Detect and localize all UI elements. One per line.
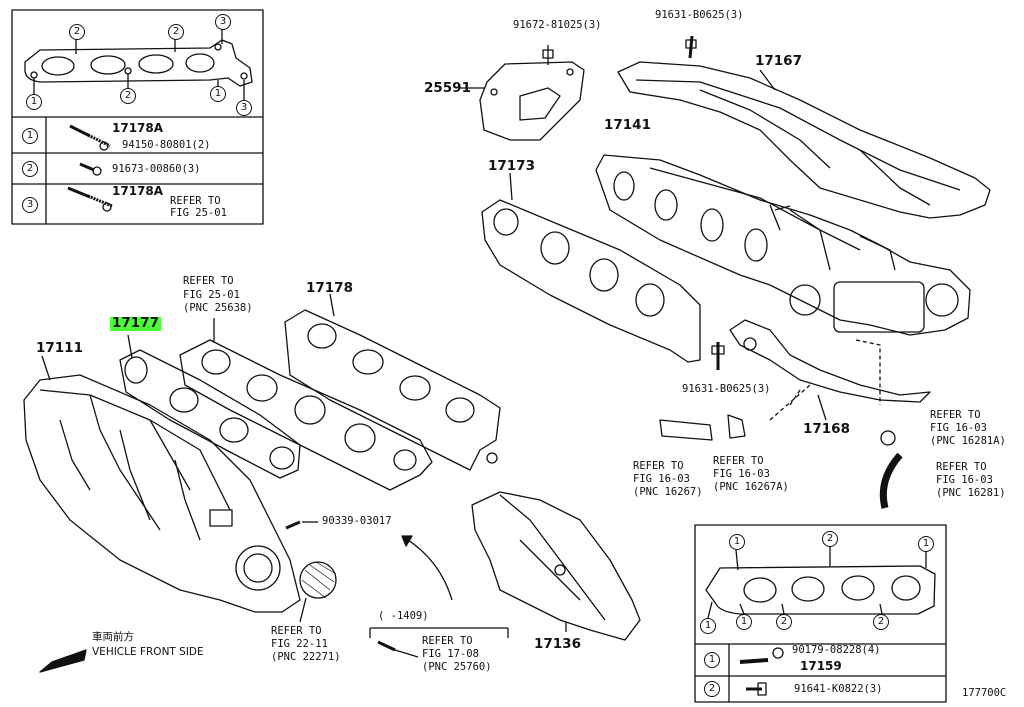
- label-vehicle-front-side: VEHICLE FRONT SIDE: [92, 646, 204, 658]
- spacer-25638: [179, 339, 433, 491]
- throttle-gasket-22271: [299, 561, 337, 623]
- label-refer-16267a-1: REFER TO: [713, 455, 764, 467]
- inset-bottom-right-frame: [694, 524, 947, 703]
- label-1409: ( -1409): [378, 610, 429, 622]
- label-refer-25-01-c: (PNC 25638): [183, 302, 253, 314]
- heat-insulator-17167: [617, 61, 991, 219]
- label-refer-22271-1: REFER TO: [271, 625, 322, 637]
- label-91631-b0625-mid: 91631-B0625(3): [682, 383, 771, 395]
- stay-17168: [729, 319, 931, 421]
- inset-top-callout-1b: 1: [210, 86, 226, 102]
- intake-manifold-17111: [23, 355, 301, 613]
- gasket-17178: [284, 309, 501, 471]
- front-arrow: [39, 649, 87, 673]
- label-refer-25-01-b: FIG 25-01: [183, 289, 240, 301]
- inset-top-row3-ref: REFER TO: [170, 195, 221, 207]
- bracket-25591: [460, 45, 585, 141]
- label-refer-22271-3: (PNC 22271): [271, 651, 341, 663]
- inset-bottom-callout-1d: 1: [736, 614, 752, 630]
- label-91631-b0625-top: 91631-B0625(3): [655, 9, 744, 21]
- inset-top-row3-part: 17178A: [112, 184, 164, 198]
- inset-bottom-bolts: [739, 647, 784, 696]
- inset-top-callout-1a: 1: [26, 94, 42, 110]
- inset-bottom-callout-1b: 1: [918, 536, 934, 552]
- hoses-and-clamps: [659, 339, 903, 509]
- inset-bottom-callout-2a: 2: [822, 531, 838, 547]
- figure-code: 177700C: [962, 687, 1007, 699]
- label-refer-16281-2: FIG 16-03: [936, 474, 993, 486]
- inset-bottom-row1-num: 1: [704, 652, 720, 668]
- label-refer-22271-2: FIG 22-11: [271, 638, 328, 650]
- inset-bottom-row2-sub: 91641-K0822(3): [794, 683, 883, 695]
- label-refer-25760-3: (PNC 25760): [422, 661, 492, 673]
- inset-bottom-callout-1a: 1: [729, 534, 745, 550]
- bracket-1409: [369, 627, 509, 658]
- label-refer-16281a-2: FIG 16-03: [930, 422, 987, 434]
- label-refer-16267-2: FIG 16-03: [633, 473, 690, 485]
- label-refer-25-01-a: REFER TO: [183, 275, 234, 287]
- label-17141: 17141: [604, 117, 651, 133]
- inset-top-callout-2c: 2: [120, 88, 136, 104]
- label-17168: 17168: [803, 421, 850, 437]
- inset-bottom-callout-2b: 2: [776, 614, 792, 630]
- inset-gasket-bottom: [705, 546, 936, 619]
- label-front-jp: 車両前方: [92, 631, 134, 643]
- inset-top-callout-2b: 2: [168, 24, 184, 40]
- label-25591: 25591: [424, 80, 471, 96]
- label-refer-16267a-2: FIG 16-03: [713, 468, 770, 480]
- bolt-91631-middle: [711, 342, 725, 370]
- inset-top-row1-sub: 94150-80801(2): [122, 139, 211, 151]
- label-refer-25760-2: FIG 17-08: [422, 648, 479, 660]
- inset-top-callout-3b: 3: [236, 100, 252, 116]
- inset-top-callout-2a: 2: [69, 24, 85, 40]
- inset-bottom-callout-1c: 1: [700, 618, 716, 634]
- inset-bolts: [67, 124, 113, 212]
- label-17177-highlighted[interactable]: 17177: [110, 315, 161, 331]
- label-17111: 17111: [36, 340, 83, 356]
- label-refer-16281a-3: (PNC 16281A): [930, 435, 1006, 447]
- label-refer-16267-3: (PNC 16267): [633, 486, 703, 498]
- inset-top-row3-num: 3: [22, 197, 38, 213]
- inset-top-row1-num: 1: [22, 128, 38, 144]
- label-refer-16281-3: (PNC 16281): [936, 487, 1006, 499]
- exhaust-manifold-17141: [595, 154, 971, 336]
- inset-bottom-row1-sub: 90179-08228(4): [792, 644, 881, 656]
- inset-top-row2-sub: 91673-00860(3): [112, 163, 201, 175]
- label-91672-81025: 91672-81025(3): [513, 19, 602, 31]
- gasket-17173: [481, 199, 701, 363]
- curved-arrow: [404, 537, 453, 601]
- label-17178: 17178: [306, 280, 353, 296]
- inset-top-row1-part: 17178A: [112, 121, 164, 135]
- label-refer-16281-1: REFER TO: [936, 461, 987, 473]
- inset-top-callout-3a: 3: [215, 14, 231, 30]
- label-refer-16267-1: REFER TO: [633, 460, 684, 472]
- label-refer-25760-1: REFER TO: [422, 635, 473, 647]
- label-refer-16267a-3: (PNC 16267A): [713, 481, 789, 493]
- gasket-17177: [119, 349, 301, 479]
- label-17167: 17167: [755, 53, 802, 69]
- inset-bottom-callout-2c: 2: [873, 614, 889, 630]
- inset-top-row2-num: 2: [22, 161, 38, 177]
- label-90339-03017: 90339-03017: [322, 515, 392, 527]
- label-17136: 17136: [534, 636, 581, 652]
- heat-insulator-17136: [471, 491, 641, 641]
- inset-top-row3-fig: FIG 25-01: [170, 207, 227, 219]
- inset-bottom-row1-part: 17159: [800, 659, 842, 673]
- label-17173: 17173: [488, 158, 535, 174]
- inset-bottom-row2-num: 2: [704, 681, 720, 697]
- label-refer-16281a-1: REFER TO: [930, 409, 981, 421]
